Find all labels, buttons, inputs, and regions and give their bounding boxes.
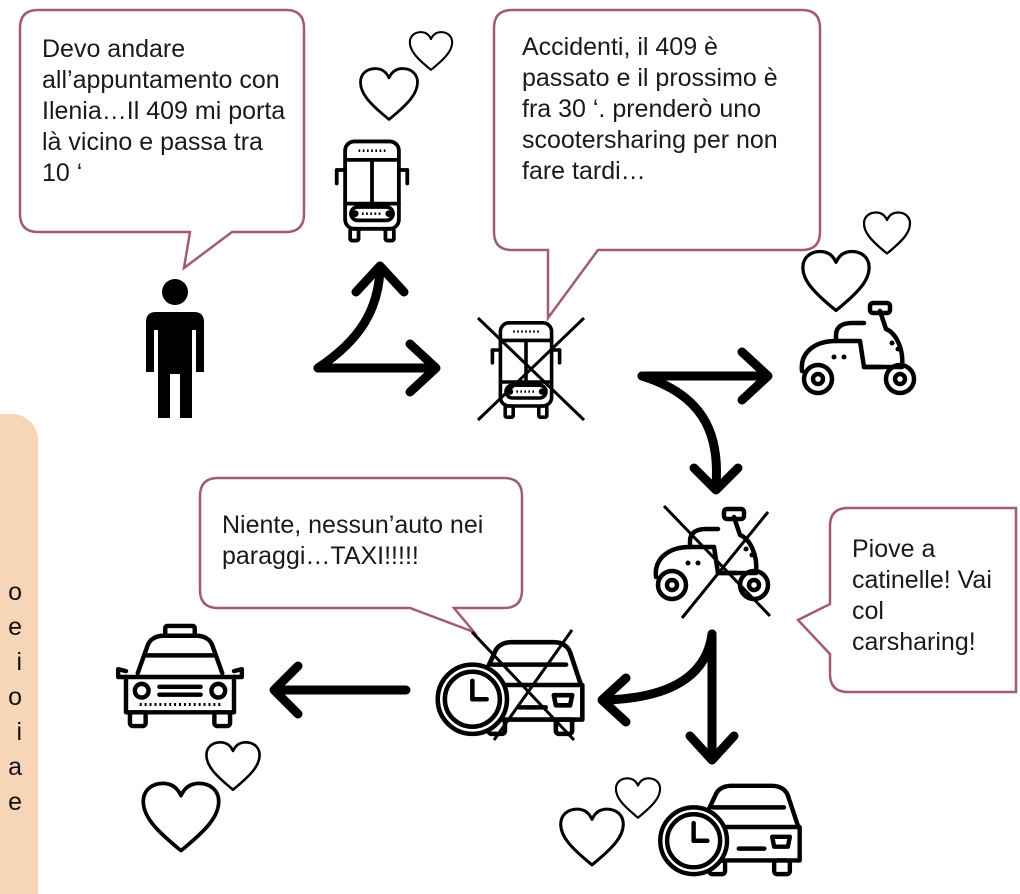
bubble-text-rain: Piove a catinelle! Vai col carsharing!	[852, 535, 992, 656]
speech-bubble-bus-missed	[492, 8, 822, 322]
side-letter: e	[8, 613, 22, 641]
bus-icon	[334, 139, 410, 243]
car-clock-crossed-icon	[438, 629, 583, 742]
heart-icon	[205, 741, 261, 791]
arrow-icon	[601, 629, 717, 705]
side-letter: a	[8, 753, 22, 781]
car-clock-icon	[660, 786, 799, 874]
heart-icon	[141, 781, 221, 853]
heart-icon	[801, 249, 871, 313]
side-letter: e	[8, 788, 22, 816]
bubble-text-no-car: Niente, nessun’auto nei paraggi…TAXI!!!!…	[222, 511, 484, 570]
heart-icon	[614, 777, 662, 819]
arrow-icon	[689, 463, 743, 495]
side-panel	[0, 414, 38, 894]
heart-icon	[559, 807, 625, 867]
bus-crossed-icon	[476, 316, 586, 422]
heart-icon	[359, 67, 419, 121]
side-letter: i	[16, 718, 22, 746]
heart-icon	[862, 211, 912, 255]
speech-bubble-person	[18, 8, 306, 271]
bubble-text-bus-missed: Accidenti, il 409 è passato e il prossim…	[522, 33, 778, 185]
person-icon	[146, 279, 204, 418]
side-letter: o	[8, 578, 22, 606]
arrow-icon	[313, 265, 385, 373]
arrow-icon	[597, 673, 631, 727]
arrow-icon	[737, 347, 773, 405]
speech-bubble-no-car	[198, 476, 524, 635]
arrow-icon	[269, 661, 303, 719]
arrow-icon	[685, 731, 739, 765]
arrow-icon	[351, 261, 409, 297]
speech-bubble-rain	[795, 506, 1018, 694]
side-letter: o	[8, 683, 22, 711]
bubble-text-person: Devo andare all’appuntamento con Ilenia……	[42, 35, 286, 187]
scooter-icon	[802, 303, 914, 393]
arrow-icon	[405, 339, 441, 397]
heart-icon	[408, 31, 454, 71]
taxi-icon	[118, 626, 242, 726]
side-letter: i	[16, 648, 22, 676]
scooter-crossed-icon	[656, 504, 772, 619]
arrow-icon	[637, 371, 721, 489]
